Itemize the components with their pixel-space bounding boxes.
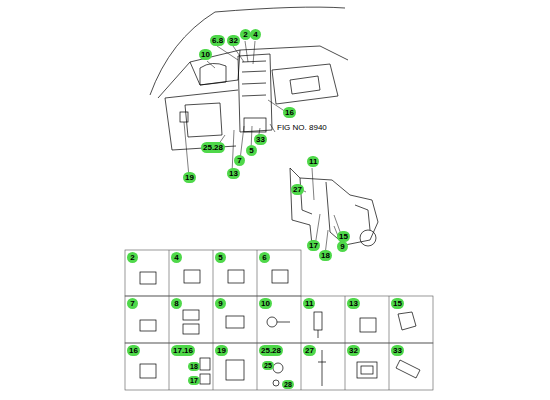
instrument-cluster xyxy=(200,63,226,85)
callout-number: 16 xyxy=(283,107,296,118)
callout-number: 5 xyxy=(215,252,226,263)
leader-lines xyxy=(184,41,286,177)
callout-number: 17 xyxy=(307,240,320,251)
part-icons xyxy=(140,270,420,386)
callout-number: 17 xyxy=(188,376,200,385)
car-door xyxy=(290,168,378,245)
callout-number: 17.16 xyxy=(171,345,195,356)
callout-number: 18 xyxy=(188,362,200,371)
callout-number: 6.8 xyxy=(210,35,225,46)
callout-number: 8 xyxy=(171,298,182,309)
callout-number: 7 xyxy=(234,155,245,166)
callout-number: 11 xyxy=(303,298,315,309)
callout-number: 10 xyxy=(199,49,212,60)
callout-number: 28 xyxy=(282,380,294,389)
callout-number: 19 xyxy=(183,172,196,183)
callout-number: 25.28 xyxy=(201,142,225,153)
callout-number: 13 xyxy=(347,298,360,309)
callout-number: 4 xyxy=(250,29,261,40)
callout-number: 7 xyxy=(127,298,138,309)
callout-number: 32 xyxy=(227,35,240,46)
callout-number: 11 xyxy=(307,156,319,167)
callout-number: 32 xyxy=(347,345,360,356)
parts-grid xyxy=(125,250,433,390)
callout-number: 19 xyxy=(215,345,228,356)
callout-number: 27 xyxy=(303,345,316,356)
callout-number: 15 xyxy=(391,298,404,309)
callout-number: 10 xyxy=(259,298,272,309)
lower-dash xyxy=(165,90,238,150)
callout-number: 16 xyxy=(127,345,140,356)
callout-number: 25 xyxy=(262,361,274,370)
callout-number: 33 xyxy=(391,345,404,356)
callout-number: 13 xyxy=(227,168,240,179)
wheel xyxy=(360,230,376,246)
windshield-line xyxy=(150,7,345,95)
console-switch xyxy=(244,118,266,132)
callout-number: 27 xyxy=(291,184,304,195)
callout-number: 25.28 xyxy=(259,345,283,356)
callout-number: 18 xyxy=(319,250,332,261)
callout-number: 9 xyxy=(337,241,348,252)
callout-number: 2 xyxy=(127,252,138,263)
callout-number: 6 xyxy=(259,252,270,263)
center-console xyxy=(238,54,272,132)
callout-number: 5 xyxy=(246,145,257,156)
callout-number: 33 xyxy=(254,134,267,145)
callout-number: 4 xyxy=(171,252,182,263)
switch-19 xyxy=(180,112,188,122)
door-leaders xyxy=(302,168,342,255)
glovebox xyxy=(272,64,338,104)
callout-number: 9 xyxy=(215,298,226,309)
figure-reference: FIG NO. 8940 xyxy=(277,123,327,133)
